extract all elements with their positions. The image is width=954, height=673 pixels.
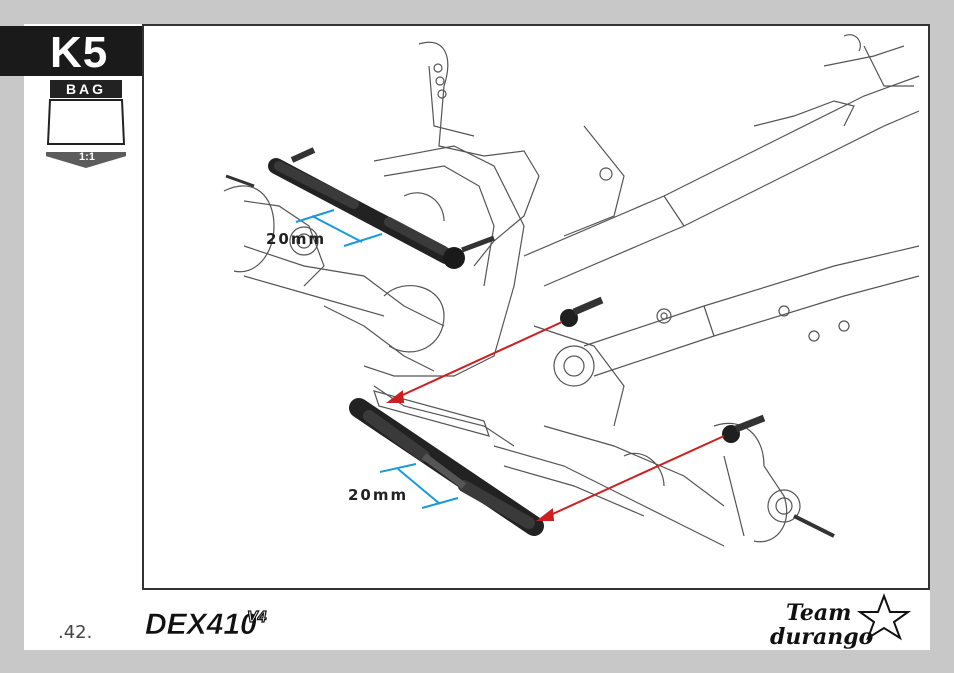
svg-text:durango: durango bbox=[770, 624, 873, 650]
team-durango-logo-icon: Team durango bbox=[766, 592, 926, 652]
bag-indicator: BAG 1:1 bbox=[46, 80, 126, 170]
step-header: K5 bbox=[0, 26, 142, 76]
assembly-illustration: 20mm 20mm bbox=[142, 24, 930, 590]
upper-turnbuckle bbox=[276, 150, 494, 269]
bag-label: BAG bbox=[50, 80, 122, 98]
upper-dimension-label: 20mm bbox=[266, 230, 326, 248]
page-number: .42. bbox=[58, 622, 92, 643]
scale-label: 1:1 bbox=[72, 151, 102, 163]
chassis-lines bbox=[224, 35, 919, 546]
svg-text:V4: V4 bbox=[247, 609, 267, 626]
lower-dimension-label: 20mm bbox=[348, 486, 408, 504]
dex410-logo-icon: DEX410 V4 bbox=[143, 604, 283, 640]
install-arrows bbox=[389, 322, 724, 520]
svg-text:DEX410: DEX410 bbox=[145, 608, 257, 640]
product-logo: DEX410 V4 bbox=[143, 604, 283, 645]
svg-text:Team: Team bbox=[786, 600, 851, 626]
step-code: K5 bbox=[50, 28, 108, 78]
ball-stud-upper bbox=[560, 300, 602, 327]
chassis-drawing bbox=[144, 26, 928, 588]
brand-logo: Team durango bbox=[766, 592, 926, 657]
